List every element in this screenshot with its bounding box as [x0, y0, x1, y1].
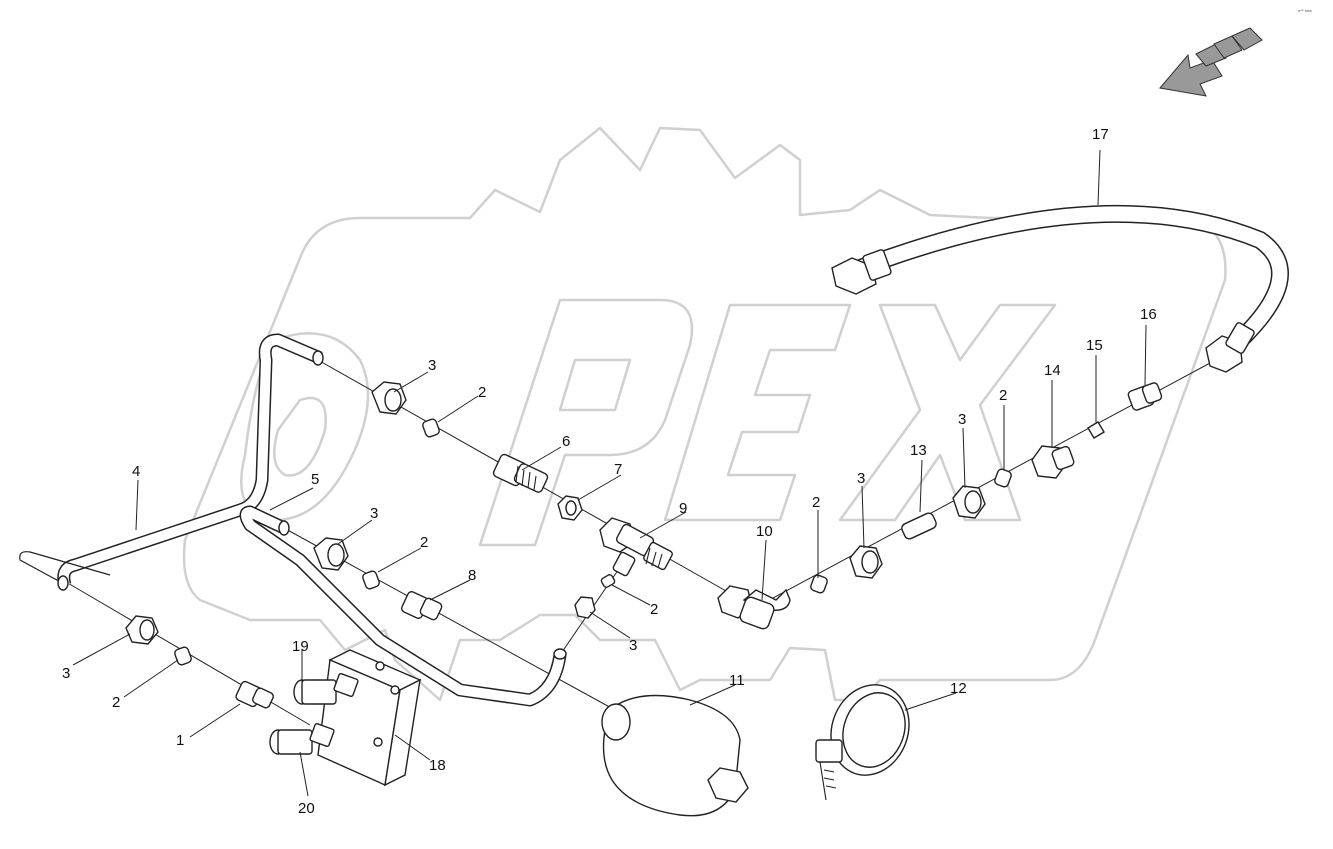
elbow-fitting-part-10: [717, 585, 791, 630]
callout-10: 10: [756, 523, 773, 540]
adapter-part-16: [1127, 382, 1163, 411]
callout-5: 5: [311, 471, 319, 488]
fitting-part-14: [1031, 445, 1075, 479]
nut-part-7: [557, 495, 583, 521]
pipe-part-5: [239, 505, 567, 707]
callout-4: 4: [132, 463, 140, 480]
clamp-part-12: [815, 684, 910, 801]
callout-2-e: 2: [999, 387, 1007, 404]
fitting-part-6: [492, 453, 549, 493]
callout-2-a: 2: [478, 384, 486, 401]
callout-15: 15: [1086, 337, 1103, 354]
callout-3-a: 3: [428, 357, 436, 374]
callout-3-d: 3: [857, 470, 865, 487]
callout-2-b: 2: [420, 534, 428, 551]
pipe-part-4: [19, 333, 324, 591]
direction-arrow-icon: [1159, 27, 1263, 97]
valve-part-20: [269, 722, 335, 755]
callout-20: 20: [298, 800, 315, 817]
callout-1: 1: [176, 732, 184, 749]
hose-part-17: [831, 204, 1289, 373]
callout-6: 6: [562, 433, 570, 450]
callout-9: 9: [679, 500, 687, 517]
valve-part-19: [293, 672, 359, 705]
watermark-logo: [182, 126, 1227, 702]
corner-text: e⁴⁵ tnss: [1298, 8, 1312, 13]
callout-3-c: 3: [62, 665, 70, 682]
callout-2-d: 2: [812, 494, 820, 511]
callout-16: 16: [1140, 306, 1157, 323]
seal-part-15: [1087, 421, 1105, 439]
callout-2-c: 2: [112, 694, 120, 711]
callout-17: 17: [1092, 126, 1109, 143]
sleeve-part-13: [901, 512, 937, 540]
callout-3-f: 3: [629, 637, 637, 654]
washer-parts-2: [174, 418, 1012, 666]
leader-lines: [72, 149, 1147, 797]
callout-labels: 17 16 15 14 2 3 13 3 2 10 9 7 6 2 3 5 4 …: [62, 126, 1157, 817]
callout-8: 8: [468, 567, 476, 584]
tee-fitting-part-9: [599, 517, 673, 577]
callout-2-f: 2: [650, 601, 658, 618]
callout-14: 14: [1044, 362, 1061, 379]
callout-13: 13: [910, 442, 927, 459]
callout-3-e: 3: [958, 411, 966, 428]
callout-3-b: 3: [370, 505, 378, 522]
callout-7: 7: [614, 461, 622, 478]
fitting-part-1: [235, 680, 274, 709]
callout-19: 19: [292, 638, 309, 655]
callout-11: 11: [729, 672, 745, 689]
callout-12: 12: [950, 680, 967, 697]
accumulator-part-11: [601, 694, 749, 817]
callout-18: 18: [429, 757, 446, 774]
fitting-part-8: [400, 590, 443, 621]
